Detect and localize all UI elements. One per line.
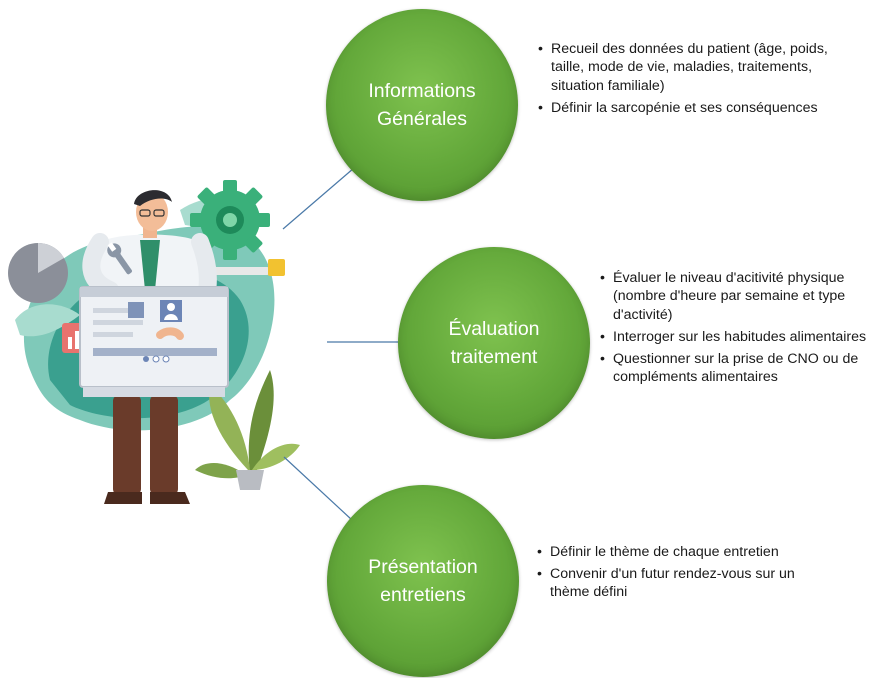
bullet-item: Questionner sur la prise de CNO ou de co… xyxy=(600,350,884,387)
pie-chart-icon xyxy=(8,243,68,303)
circle-presentation-entretiens: Présentation entretiens xyxy=(327,485,519,677)
doctor-illustration-icon xyxy=(8,180,300,504)
profile-card-icon xyxy=(79,286,229,397)
circle-title-line: entretiens xyxy=(380,584,466,606)
circle-title-line: traitement xyxy=(450,346,538,368)
circle-title-line: Présentation xyxy=(368,556,478,578)
wrench-icon xyxy=(107,242,132,275)
bullet-list-informations-generales: Recueil des données du patient (âge, poi… xyxy=(538,40,838,121)
plant-icon xyxy=(195,370,300,490)
bullet-item: Évaluer le niveau d'acitivité physique (… xyxy=(600,269,884,324)
slider-icon xyxy=(203,259,285,276)
bullet-item: Recueil des données du patient (âge, poi… xyxy=(538,40,838,95)
bullet-item: Convenir d'un futur rendez-vous sur un t… xyxy=(537,565,837,602)
circle-title-line: Générales xyxy=(377,108,467,130)
circle-title-line: Évaluation xyxy=(448,318,540,340)
connector-line-3 xyxy=(283,456,353,521)
gear-icon xyxy=(190,180,270,260)
circle-evaluation-traitement: Évaluation traitement xyxy=(398,247,590,439)
circle-title-line: Informations xyxy=(368,80,476,102)
bullet-list-presentation-entretiens: Définir le thème de chaque entretien Con… xyxy=(537,543,837,605)
bullet-item: Définir le thème de chaque entretien xyxy=(537,543,837,562)
connector-line-1 xyxy=(282,167,355,230)
circle-informations-generales: Informations Générales xyxy=(326,9,518,201)
bullet-list-evaluation-traitement: Évaluer le niveau d'acitivité physique (… xyxy=(600,269,884,390)
bullet-item: Interroger sur les habitudes alimentaire… xyxy=(600,328,884,347)
bullet-item: Définir la sarcopénie et ses conséquence… xyxy=(538,99,838,118)
